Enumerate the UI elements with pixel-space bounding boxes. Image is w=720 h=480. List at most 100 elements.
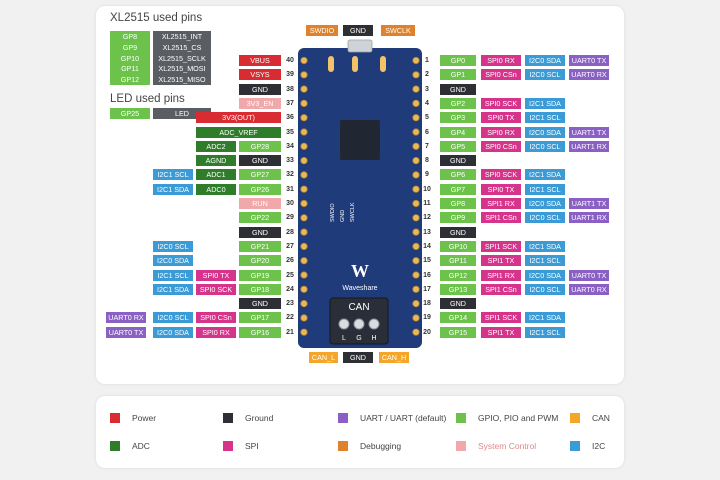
xl2515-function-label: XL2515_INT <box>153 31 211 42</box>
pin-label-uart0-tx: UART0 TX <box>106 326 146 338</box>
pin-pad <box>300 242 308 250</box>
pin-pad <box>300 185 308 193</box>
pin-label-gp17: GP17 <box>239 312 281 324</box>
pin-number: 15 <box>423 257 431 265</box>
pin-label-i2c0-scl: I2C0 SCL <box>525 69 565 81</box>
legend-swatch-uart-uart-default <box>338 413 348 423</box>
pin-pad <box>300 56 308 65</box>
legend-swatch-system-control <box>456 441 466 451</box>
legend-swatch-power <box>110 413 120 423</box>
pin-pad <box>412 257 420 265</box>
pin-number: 22 <box>286 314 294 322</box>
pin-pad <box>412 114 420 122</box>
pin-label-gp16: GP16 <box>239 326 281 338</box>
pin-label-gp14: GP14 <box>440 312 476 324</box>
pin-pad <box>412 285 420 293</box>
xl2515-function-label: XL2515_CS <box>153 41 211 53</box>
pin-label-i2c0-scl: I2C0 SCL <box>153 312 193 324</box>
pin-label-i2c1-scl: I2C1 SCL <box>153 169 193 181</box>
pin-label-spi0-rx: SPI0 RX <box>481 126 521 138</box>
pin-label-i2c1-sda: I2C1 SDA <box>153 183 193 195</box>
xl2515-function-label: XL2515_MISO <box>153 74 211 86</box>
pin-pad <box>412 71 420 79</box>
pin-pad <box>412 328 420 336</box>
pin-number: 5 <box>425 114 429 122</box>
pin-number: 21 <box>286 328 294 336</box>
can-terminal-pin: H <box>371 335 376 342</box>
can-screw-terminal <box>368 318 380 330</box>
pin-label-i2c1-scl: I2C1 SCL <box>525 255 565 267</box>
pin-pad <box>412 85 420 93</box>
pin-label-gp27: GP27 <box>239 169 281 181</box>
pin-label-gp4: GP4 <box>440 126 476 138</box>
pin-label-spi1-sck: SPI1 SCK <box>481 240 521 252</box>
pin-label-gp20: GP20 <box>239 255 281 267</box>
pin-label-gp2: GP2 <box>440 97 476 109</box>
board-debug-text: SWCLK <box>350 202 356 222</box>
pin-label-3v3-out: 3V3(OUT) <box>196 112 281 124</box>
can-terminal-title: CAN <box>348 302 369 313</box>
pin-label-i2c0-sda: I2C0 SDA <box>525 269 565 281</box>
board-pcb <box>298 48 422 348</box>
can-screw-terminal <box>338 318 350 330</box>
pin-label-spi1-sck: SPI1 SCK <box>481 312 521 324</box>
legend-label-debugging: Debugging <box>360 441 402 451</box>
pin-number: 27 <box>286 242 294 250</box>
waveshare-logo: W <box>351 261 369 281</box>
pin-label-run: RUN <box>239 198 281 209</box>
pin-number: 34 <box>286 142 294 150</box>
pin-pad <box>300 285 308 293</box>
pin-number: 6 <box>425 128 429 136</box>
pin-label-gp5: GP5 <box>440 140 476 152</box>
pin-label-gnd: GND <box>440 83 476 95</box>
pin-pad <box>300 114 308 122</box>
pin-label-gp12: GP12 <box>440 269 476 281</box>
pin-number: 2 <box>425 71 429 79</box>
pin-pad <box>412 56 420 65</box>
can-terminal-pin: G <box>356 335 361 342</box>
pin-label-i2c1-scl: I2C1 SCL <box>525 183 565 195</box>
pin-label-spi0-sck: SPI0 SCK <box>481 97 521 109</box>
pin-number: 14 <box>423 242 431 250</box>
legend-swatch-gpio-pio-and-pwm <box>456 413 466 423</box>
pin-label-gnd: GND <box>239 83 281 95</box>
pin-number: 3 <box>425 85 429 93</box>
pin-pad <box>300 199 308 208</box>
xl2515-function-label: XL2515_SCLK <box>153 52 211 64</box>
led-title: LED used pins <box>110 93 185 105</box>
pin-number: 7 <box>425 142 429 150</box>
top-label-swdio: SWDIO <box>306 25 338 36</box>
legend-swatch-spi <box>223 441 233 451</box>
xl2515-gpio-label: GP8 <box>110 31 150 42</box>
pin-pad <box>412 242 420 250</box>
can-terminal-pin: L <box>342 335 346 342</box>
pin-number: 18 <box>423 300 431 308</box>
xl2515-gpio-label: GP9 <box>110 41 150 53</box>
pin-pad <box>300 271 308 279</box>
pin-number: 19 <box>423 314 431 322</box>
pin-label-gp7: GP7 <box>440 183 476 195</box>
pin-label-i2c1-scl: I2C1 SCL <box>153 269 193 281</box>
top-label-swclk: SWCLK <box>381 25 415 36</box>
pin-number: 25 <box>286 271 294 279</box>
xl2515-gpio-label: GP10 <box>110 52 150 64</box>
pin-pad <box>300 214 308 222</box>
pin-label-gnd: GND <box>440 155 476 167</box>
pin-pad <box>300 171 308 179</box>
pin-label-gp0: GP0 <box>440 55 476 66</box>
pin-number: 33 <box>286 157 294 165</box>
legend-label-can: CAN <box>592 413 610 423</box>
pin-label-gp26: GP26 <box>239 183 281 195</box>
xl2515-gpio-label: GP11 <box>110 63 150 75</box>
pin-label-spi0-csn: SPI0 CSn <box>481 140 521 152</box>
pin-pad <box>412 142 420 150</box>
pin-label-adc1: ADC1 <box>196 169 236 181</box>
pin-label-gp21: GP21 <box>239 240 281 252</box>
pin-label-i2c0-sda: I2C0 SDA <box>153 255 193 267</box>
pin-label-uart1-rx: UART1 RX <box>569 140 609 152</box>
pin-label-uart0-tx: UART0 TX <box>569 269 609 281</box>
pin-label-gp9: GP9 <box>440 212 476 224</box>
legend-card <box>96 396 624 468</box>
xl2515-title: XL2515 used pins <box>110 12 203 24</box>
bottom-label-can-h: CAN_H <box>379 352 409 363</box>
